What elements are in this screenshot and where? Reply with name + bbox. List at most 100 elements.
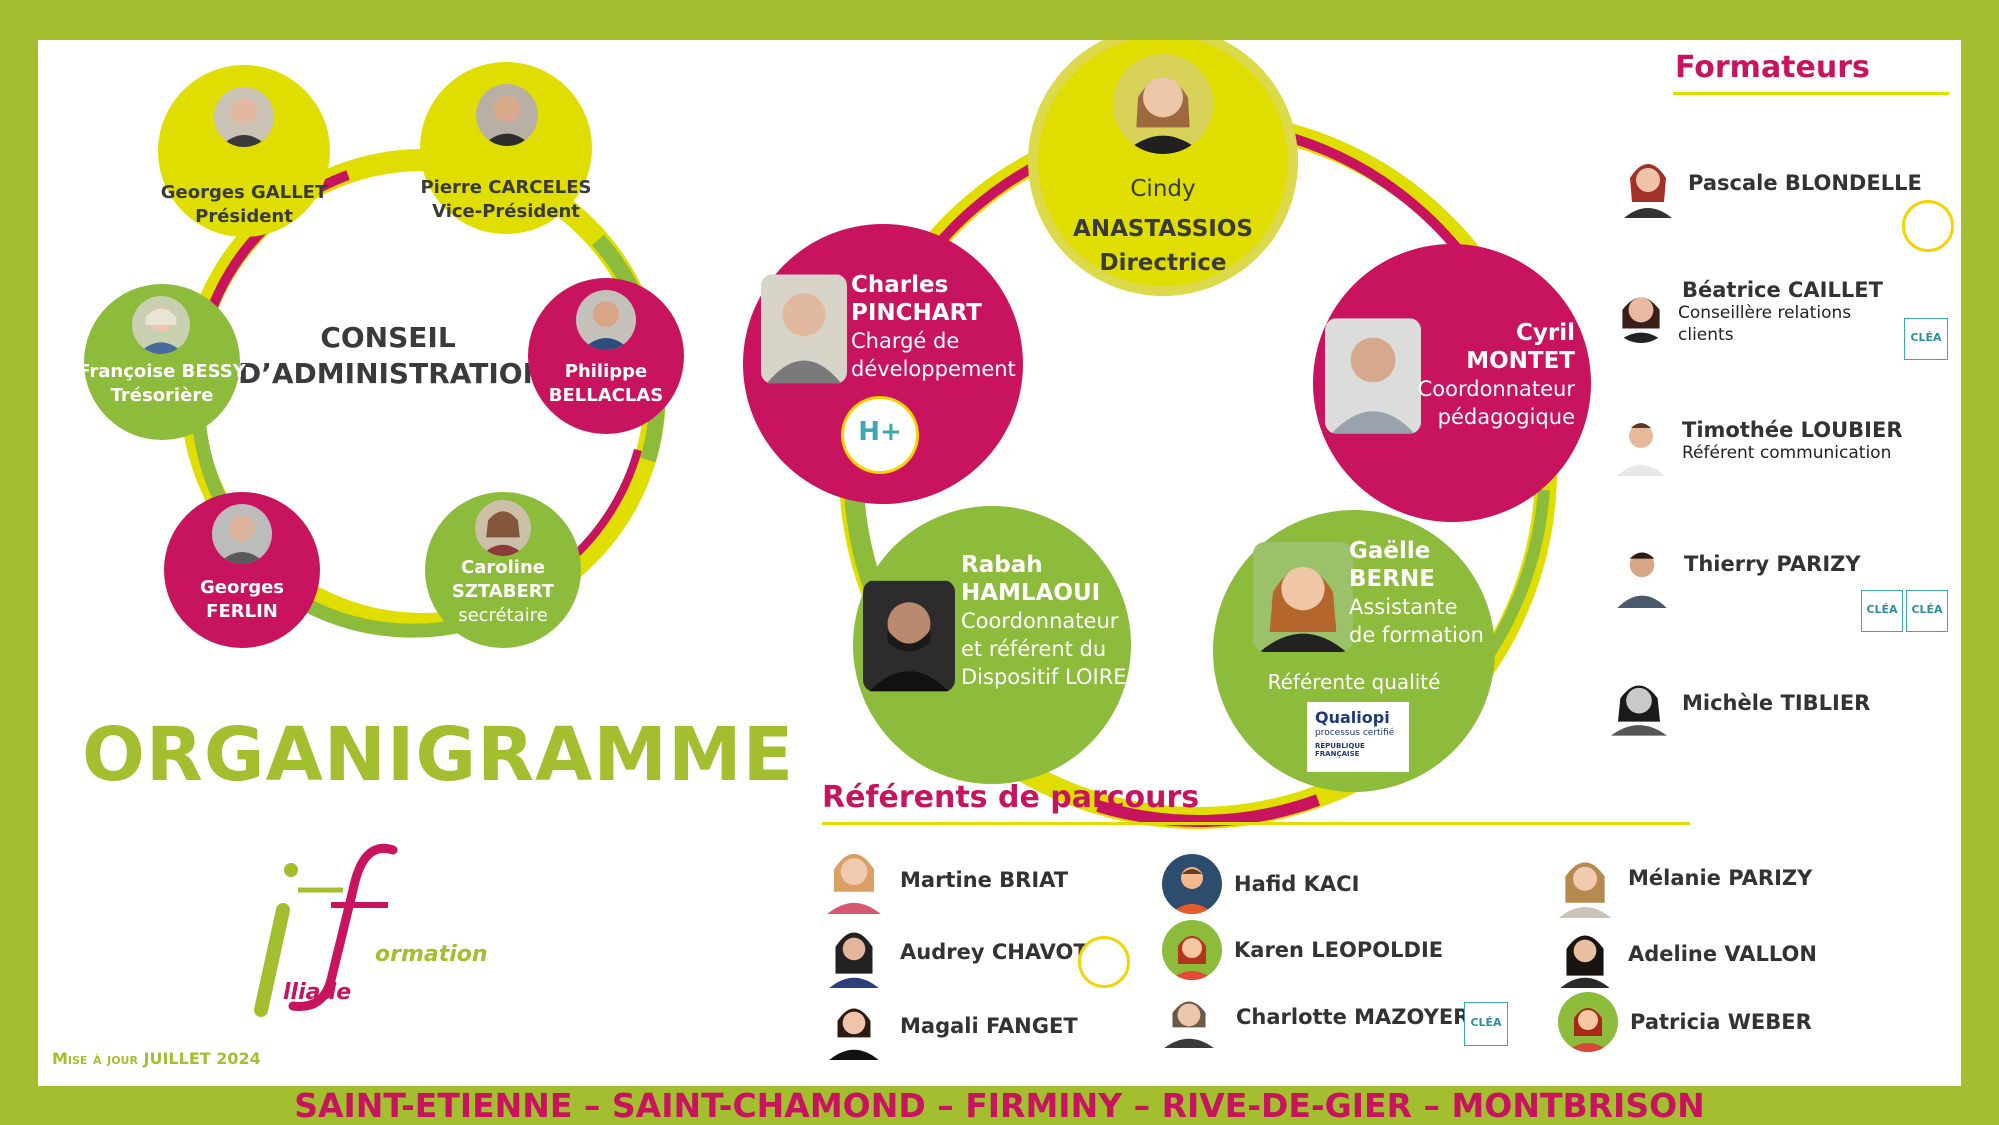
magali-name: Magali FANGET <box>900 1014 1078 1038</box>
philippe-bellaclas-last: BELLACLAS <box>548 385 664 406</box>
beatrice-role-line1: Conseillère relations <box>1678 303 1852 323</box>
gaelle-role-line1: Assistante <box>1349 595 1458 619</box>
beatrice-text: Béatrice CAILLET Conseillère relations c… <box>1678 278 1883 346</box>
referent-melanie-parizy: Mélanie PARIZY <box>1554 846 1812 918</box>
update-date: JUILLET 2024 <box>143 1049 261 1068</box>
formateur-timothee-loubier: Timothée LOUBIER Référent communication <box>1610 406 1903 476</box>
francoise-bessy-photo <box>132 296 190 354</box>
formateurs-underline <box>1673 92 1949 95</box>
clea-label: CLÉA <box>1911 603 1943 616</box>
qualiopi-badge: Qualiopi processus certifié RÉPUBLIQUE F… <box>1307 702 1409 772</box>
rabah-last-name: HAMLAOUI <box>961 580 1101 606</box>
member-georges-gallet: Georges GALLET Président <box>158 65 330 237</box>
charles-last-name: PINCHART <box>851 300 982 326</box>
thierry-clea-badge-1: CLÉA <box>1861 590 1903 632</box>
referent-patricia-weber: Patricia WEBER <box>1558 992 1812 1052</box>
gaelle-photo <box>1253 542 1353 652</box>
conseil-title-line1: CONSEIL <box>320 321 456 354</box>
patricia-name: Patricia WEBER <box>1630 1010 1812 1034</box>
rabah-role-line1: Coordonnateur <box>961 609 1119 633</box>
cindy-last-name: ANASTASSIOS <box>1073 216 1253 242</box>
karen-name: Karen LEOPOLDIE <box>1234 938 1444 962</box>
hafid-name: Hafid KACI <box>1234 872 1360 896</box>
cindy-first-name: Cindy <box>1130 176 1196 202</box>
charlotte-clea-badge: CLÉA <box>1464 1002 1508 1046</box>
michele-photo <box>1604 670 1674 736</box>
francoise-bessy-name: Françoise BESSY <box>78 361 246 382</box>
thierry-photo <box>1612 536 1672 608</box>
gaelle-first-name: Gaëlle <box>1349 538 1431 564</box>
referents-underline <box>822 822 1690 825</box>
rabah-photo <box>863 580 955 692</box>
adeline-name: Adeline VALLON <box>1628 942 1817 966</box>
organigramme-title: ORGANIGRAMME <box>82 712 795 798</box>
beatrice-clea-badge: CLÉA <box>1904 318 1948 360</box>
referent-karen-leopoldie: Karen LEOPOLDIE <box>1162 920 1443 980</box>
philippe-bellaclas-photo <box>576 290 636 350</box>
organigram-board: CONSEIL D’ADMINISTRATION Georges GALLET … <box>38 40 1961 1086</box>
charlotte-photo <box>1158 986 1220 1048</box>
gaelle-last-name: BERNE <box>1349 566 1435 592</box>
magali-photo <box>822 992 886 1060</box>
philippe-bellaclas-first: Philippe <box>564 361 648 382</box>
charles-first-name: Charles <box>851 272 949 298</box>
staff-cyril-montet: Cyril MONTET Coordonnateur pédagogique <box>1313 244 1591 522</box>
caroline-sztabert-first: Caroline <box>461 557 545 578</box>
formateur-michele-tiblier: Michèle TIBLIER <box>1604 670 1870 736</box>
charles-role-line2: développement <box>851 357 1016 381</box>
logo-text-formation: ormation <box>375 942 488 967</box>
georges-ferlin-first: Georges <box>199 577 285 598</box>
member-georges-ferlin: Georges FERLIN <box>164 492 320 648</box>
cyril-last-name: MONTET <box>1466 348 1575 374</box>
pascale-region-badge <box>1902 200 1954 252</box>
gaelle-role-line2: de formation <box>1349 623 1484 647</box>
referent-martine-briat: Martine BRIAT <box>822 836 1068 914</box>
footer-cities: SAINT-ETIENNE – SAINT-CHAMOND – FIRMINY … <box>294 1086 1705 1125</box>
qualiopi-country: RÉPUBLIQUE FRANÇAISE <box>1315 742 1365 758</box>
timothee-text: Timothée LOUBIER Référent communication <box>1682 418 1903 464</box>
caroline-sztabert-role: secrétaire <box>458 605 548 626</box>
rabah-role-line3: Dispositif LOIRE <box>961 665 1127 689</box>
martine-photo <box>822 836 886 914</box>
beatrice-role-line2: clients <box>1678 325 1734 345</box>
timothee-photo <box>1610 406 1672 476</box>
formateur-beatrice-caillet: Béatrice CAILLET Conseillère relations c… <box>1610 278 1883 346</box>
beatrice-name: Béatrice CAILLET <box>1682 278 1883 302</box>
logo-text-illiade: lliade <box>283 980 352 1005</box>
martine-name: Martine BRIAT <box>900 868 1069 892</box>
audrey-name: Audrey CHAVOT <box>900 940 1088 964</box>
director-cindy-anastassios: Cindy ANASTASSIOS Directrice <box>1038 40 1288 286</box>
pierre-carceles-role: Vice-Président <box>432 201 580 222</box>
referent-audrey-chavot: Audrey CHAVOT <box>822 916 1088 988</box>
cindy-photo <box>1113 54 1213 154</box>
rabah-role-line2: et référent du <box>961 637 1107 661</box>
timothee-name: Timothée LOUBIER <box>1682 418 1903 442</box>
referent-hafid-kaci: Hafid KACI <box>1162 854 1359 914</box>
patricia-avatar <box>1558 992 1618 1052</box>
georges-gallet-role: Président <box>195 206 293 227</box>
charlotte-name: Charlotte MAZOYER <box>1236 1005 1470 1029</box>
charles-photo <box>761 274 847 384</box>
update-prefix: Mise à jour <box>52 1049 138 1068</box>
member-philippe-bellaclas: Philippe BELLACLAS <box>528 278 684 434</box>
francoise-bessy-role: Trésorière <box>110 385 214 406</box>
pierre-carceles-name: Pierre CARCELES <box>420 177 592 198</box>
formateur-thierry-parizy: Thierry PARIZY <box>1612 536 1861 608</box>
audrey-photo <box>822 916 886 988</box>
georges-gallet-name: Georges GALLET <box>160 182 328 203</box>
gaelle-extra-role: Référente qualité <box>1267 670 1441 694</box>
adeline-photo <box>1554 920 1616 988</box>
referent-adeline-vallon: Adeline VALLON <box>1554 920 1817 988</box>
clea-label: CLÉA <box>1910 331 1942 344</box>
staff-gaelle-berne: Gaëlle BERNE Assistante de formation Réf… <box>1213 510 1495 792</box>
cyril-role-line2: pédagogique <box>1437 405 1575 429</box>
thierry-name: Thierry PARIZY <box>1684 552 1861 576</box>
michele-name: Michèle TIBLIER <box>1682 691 1871 715</box>
qualiopi-brand: Qualiopi <box>1315 708 1390 727</box>
formateur-pascale-blondelle: Pascale BLONDELLE <box>1620 148 1922 218</box>
rabah-first-name: Rabah <box>961 552 1043 578</box>
cyril-first-name: Cyril <box>1516 320 1575 346</box>
cyril-photo <box>1325 318 1421 434</box>
caroline-sztabert-photo <box>475 500 531 556</box>
conseil-title: CONSEIL D’ADMINISTRATION <box>238 320 546 392</box>
